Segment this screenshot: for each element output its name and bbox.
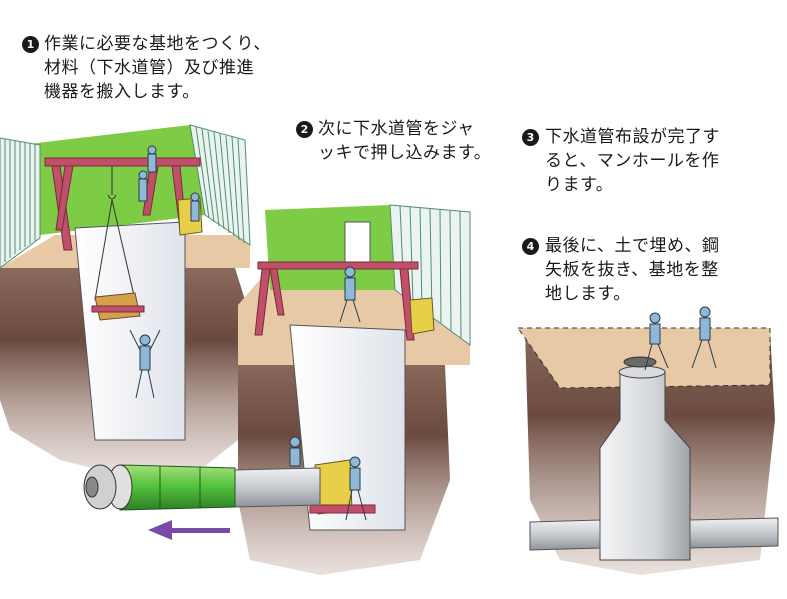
gantry-crane: [44, 157, 201, 251]
pushed-pipeline: [83, 464, 321, 511]
step2-scene: [238, 204, 471, 575]
left-fence: [0, 137, 41, 269]
control-box: [409, 297, 435, 335]
step-number-badge: 3: [522, 129, 539, 146]
sewer-pipe: [234, 467, 321, 508]
manhole: [599, 356, 691, 561]
hoist-cables: [94, 166, 136, 301]
worker-figures: [289, 266, 367, 521]
step-description: 最後に、土で埋め、鋼 矢板を抜き、基地を整 地します。: [545, 236, 720, 304]
right-fence: [189, 124, 251, 246]
sewer-pipe: [689, 517, 779, 549]
worker-figures: [644, 306, 717, 371]
step-number-badge: 4: [522, 238, 539, 255]
step4-scene: [517, 306, 779, 575]
step-number-badge: 2: [296, 121, 313, 138]
sewer-pipe: [529, 519, 601, 551]
push-direction-arrow: [148, 520, 230, 540]
step-description: 作業に必要な基地をつくり、 材料（下水道管）及び推進 機器を搬入します。: [44, 34, 271, 102]
step-description: 次に下水道管をジャ ッキで押し込みます。: [318, 119, 492, 163]
gantry-crane: [254, 261, 419, 341]
step1-scene: [0, 124, 251, 475]
worker-figures: [129, 145, 200, 399]
jacking-frame: [309, 459, 376, 515]
suspended-pipe: [91, 292, 145, 321]
step-number-badge: 1: [22, 36, 39, 53]
manhole-cover: [623, 356, 657, 368]
step-description: 下水道管布設が完了す ると、マンホールを作 ります。: [545, 127, 720, 195]
fence-gate: [344, 221, 371, 263]
tunneling-shield: [119, 464, 236, 511]
back-fence: [265, 205, 395, 290]
